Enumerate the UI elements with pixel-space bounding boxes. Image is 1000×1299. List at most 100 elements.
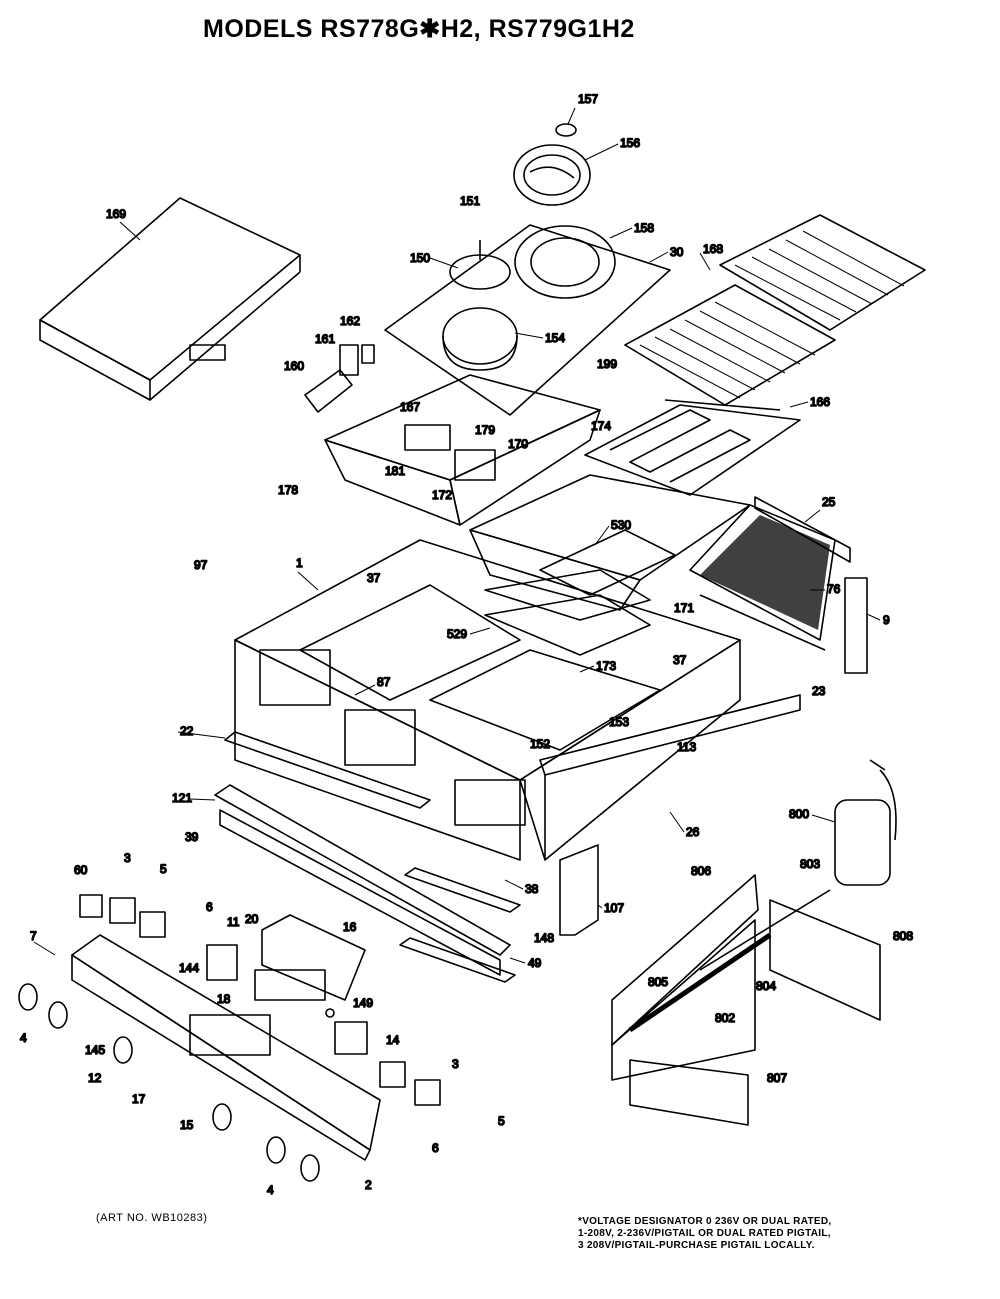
part-label: 16	[343, 920, 357, 934]
part-label: 37	[367, 571, 381, 585]
part-label: 167	[400, 400, 420, 414]
part-label: 529	[447, 627, 467, 641]
part-label: 22	[180, 724, 194, 738]
part-label: 157	[578, 92, 598, 106]
part-label: 154	[545, 331, 565, 345]
front-rail-parts	[214, 694, 801, 983]
part-label: 181	[385, 464, 405, 478]
part-label: 49	[528, 956, 542, 970]
part-label: 171	[674, 601, 694, 615]
part-label: 802	[715, 1011, 735, 1025]
part-label: 39	[185, 830, 199, 844]
part-label: 60	[74, 863, 88, 877]
part-label: 156	[620, 136, 640, 150]
art-number: (ART NO. WB10283)	[96, 1212, 208, 1224]
part-label: 179	[475, 423, 495, 437]
side-panel-parts	[689, 496, 868, 674]
leader-lines	[33, 107, 881, 964]
part-label: 151	[460, 194, 480, 208]
part-label: 153	[609, 715, 629, 729]
part-label: 169	[106, 207, 126, 221]
part-label: 87	[377, 675, 391, 689]
part-label: 97	[194, 558, 208, 572]
part-label: 121	[172, 791, 192, 805]
part-label: 1	[296, 556, 303, 570]
side-trim-part	[559, 844, 599, 936]
part-label: 4	[267, 1183, 274, 1197]
range-body-part	[234, 539, 741, 861]
part-labels: 157 156 158 151 150 154 30 169 168 162 1…	[19, 91, 914, 1198]
control-components	[79, 894, 441, 1106]
part-label: 107	[604, 901, 624, 915]
part-label: 4	[20, 1031, 27, 1045]
part-label: 38	[525, 882, 539, 896]
part-label: 149	[353, 996, 373, 1010]
diagram-title: MODELS RS778G✱H2, RS779G1H2	[203, 15, 635, 43]
fan-assembly-part	[513, 123, 591, 206]
voltage-note-line: 1-208V, 2-236V/PIGTAIL OR DUAL RATED PIG…	[578, 1228, 831, 1239]
part-label: 168	[703, 242, 723, 256]
part-label: 804	[756, 979, 776, 993]
part-label: 805	[648, 975, 668, 989]
drip-pan-part	[469, 474, 751, 656]
grill-grates-part	[624, 214, 926, 406]
part-label: 170	[508, 437, 528, 451]
voltage-note-line: *VOLTAGE DESIGNATOR 0 236V OR DUAL RATED…	[578, 1216, 832, 1227]
part-label: 3	[124, 851, 131, 865]
part-label: 807	[767, 1071, 787, 1085]
part-label: 161	[315, 332, 335, 346]
part-label: 26	[686, 825, 700, 839]
bracket-parts	[304, 344, 375, 413]
part-label: 2	[365, 1178, 372, 1192]
part-label: 3	[452, 1057, 459, 1071]
part-label: 6	[206, 900, 213, 914]
part-label: 806	[691, 864, 711, 878]
part-label: 18	[217, 992, 231, 1006]
part-label: 158	[634, 221, 654, 235]
part-label: 166	[810, 395, 830, 409]
voltage-note: *VOLTAGE DESIGNATOR 0 236V OR DUAL RATED…	[578, 1216, 831, 1252]
part-label: 152	[530, 737, 550, 751]
part-label: 174	[591, 419, 611, 433]
part-label: 14	[386, 1033, 400, 1047]
part-label: 113	[677, 740, 696, 754]
part-label: 808	[893, 929, 913, 943]
part-label: 199	[597, 357, 617, 371]
part-label: 15	[180, 1118, 194, 1132]
part-label: 25	[822, 495, 836, 509]
rear-panel-parts	[611, 874, 881, 1126]
part-label: 160	[284, 359, 304, 373]
part-label: 150	[410, 251, 430, 265]
part-label: 17	[132, 1092, 146, 1106]
part-label: 5	[498, 1114, 505, 1128]
part-label: 30	[670, 245, 684, 259]
part-label: 20	[245, 912, 259, 926]
terminal-block-part	[834, 759, 897, 886]
part-label: 5	[160, 862, 167, 876]
griddle-cover-part	[39, 197, 301, 401]
voltage-note-line: 3 208V/PIGTAIL-PURCHASE PIGTAIL LOCALLY.	[578, 1240, 815, 1251]
part-label: 172	[432, 488, 452, 502]
part-label: 12	[88, 1071, 102, 1085]
part-label: 148	[534, 931, 554, 945]
part-label: 803	[800, 857, 820, 871]
drip-box-part	[324, 374, 601, 526]
cooktop-plate-part	[384, 224, 671, 416]
part-label: 37	[673, 653, 687, 667]
part-label: 530	[611, 518, 631, 532]
part-label: 144	[179, 961, 199, 975]
part-label: 76	[827, 582, 841, 596]
part-label: 23	[812, 684, 826, 698]
part-label: 6	[432, 1141, 439, 1155]
part-label: 800	[789, 807, 809, 821]
part-label: 9	[883, 613, 890, 627]
part-label: 178	[278, 483, 298, 497]
heating-element-part	[584, 399, 801, 496]
part-label: 173	[596, 659, 616, 673]
part-label: 11	[227, 915, 240, 929]
control-panel-part	[18, 934, 381, 1182]
part-label: 162	[340, 314, 360, 328]
part-label: 7	[30, 929, 37, 943]
part-label: 145	[85, 1043, 105, 1057]
